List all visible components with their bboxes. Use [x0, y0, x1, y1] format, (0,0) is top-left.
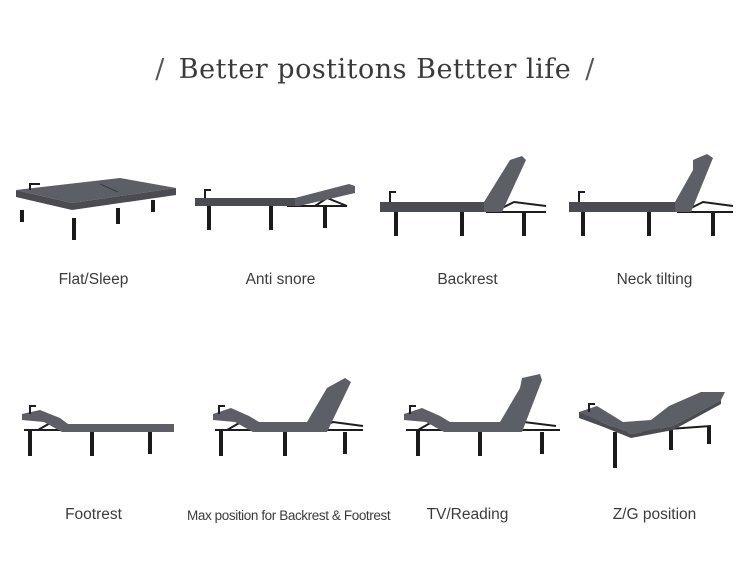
position-label: Footrest	[65, 506, 122, 523]
position-card-tv-reading: TV/Reading	[374, 370, 561, 530]
backrest-bed-icon	[380, 156, 547, 236]
position-card-backrest: Backrest	[374, 140, 561, 300]
page-title: / Better postitons Bettter life /	[0, 54, 750, 85]
position-label: Max position for Backrest & Footrest	[187, 508, 391, 523]
position-card-zero-gravity: Z/G position	[561, 370, 748, 530]
position-card-flat: Flat/Sleep	[0, 140, 187, 300]
position-label: Flat/Sleep	[58, 271, 129, 288]
position-label: Z/G position	[612, 506, 697, 523]
position-label: Anti snore	[245, 271, 316, 288]
position-label: TV/Reading	[426, 506, 509, 523]
anti-snore-bed-icon	[195, 184, 355, 230]
tv-reading-bed-icon	[404, 374, 560, 456]
position-label: Backrest	[437, 271, 498, 288]
zero-gravity-bed-icon	[579, 392, 725, 468]
neck-tilt-bed-icon	[569, 154, 734, 236]
position-label: Neck tilting	[616, 271, 693, 288]
flat-bed-icon	[16, 178, 176, 240]
max-position-bed-icon	[213, 378, 364, 456]
position-card-anti-snore: Anti snore	[187, 140, 374, 300]
position-card-footrest: Footrest	[0, 370, 187, 530]
footrest-bed-icon	[22, 405, 174, 456]
title-slash-left: /	[155, 54, 165, 85]
title-slash-right: /	[585, 54, 595, 85]
position-card-neck-tilting: Neck tilting	[561, 140, 748, 300]
title-text: Better postitons Bettter life	[178, 54, 572, 85]
position-card-max-position: Max position for Backrest & Footrest	[187, 370, 391, 530]
